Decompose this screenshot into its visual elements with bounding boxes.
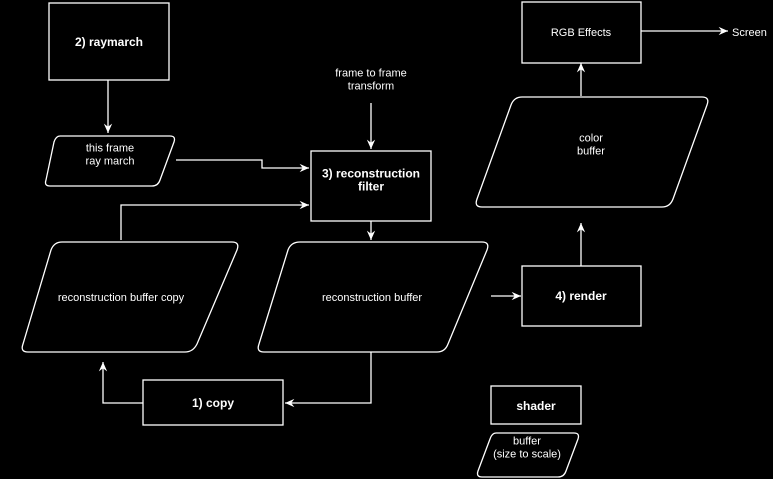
reconstruction-buffer: reconstruction buffer <box>257 241 489 353</box>
screen-label: Screen <box>732 27 767 39</box>
text-line: Screen <box>732 27 767 39</box>
text-line: shader <box>516 399 556 413</box>
text-line: (size to scale) <box>493 449 561 461</box>
text-line: reconstruction buffer copy <box>58 292 185 304</box>
text-line: buffer <box>577 146 605 158</box>
text-line: reconstruction buffer <box>322 292 422 304</box>
text-line: color <box>579 133 603 145</box>
text-line: transform <box>348 81 394 93</box>
legend-shader-label: shader <box>516 399 556 413</box>
rgb-effects-label: RGB Effects <box>551 27 612 39</box>
text-line: this frame <box>86 143 134 155</box>
edge-recon-buffer-to-copy <box>285 352 372 408</box>
legend-shader: shader <box>490 385 582 425</box>
connectors <box>98 26 728 408</box>
edge-copy-buffer-to-filter <box>120 200 309 240</box>
text-line: 1) copy <box>192 396 234 410</box>
reconstruction-buffer-copy-label: reconstruction buffer copy <box>58 292 185 304</box>
text-line: buffer <box>513 436 541 448</box>
raymarch-label: 2) raymarch <box>75 35 143 49</box>
legend: shader buffer(size to scale) <box>476 385 582 478</box>
legend-buffer: buffer(size to scale) <box>476 432 580 478</box>
text-line: 4) render <box>555 289 607 303</box>
reconstruction-buffer-label: reconstruction buffer <box>322 292 422 304</box>
render-shader: 4) render <box>521 265 642 327</box>
legend-buffer-label: buffer(size to scale) <box>493 436 561 461</box>
copy-shader: 1) copy <box>142 379 284 426</box>
text-line: filter <box>358 180 384 194</box>
text-line: frame to frame <box>335 68 407 80</box>
text-line: RGB Effects <box>551 27 612 39</box>
copy-label: 1) copy <box>192 396 234 410</box>
text-line: 2) raymarch <box>75 35 143 49</box>
render-label: 4) render <box>555 289 607 303</box>
reconstruction-buffer-copy: reconstruction buffer copy <box>21 241 239 353</box>
edge-this-frame-to-filter <box>176 159 309 173</box>
text-line: ray march <box>86 156 135 168</box>
text-line: 3) reconstruction <box>322 167 420 181</box>
edge-copy-to-copy-buffer <box>98 362 143 404</box>
rgb-effects-shader: RGB Effects <box>521 1 642 64</box>
raymarch-shader: 2) raymarch <box>48 2 170 81</box>
